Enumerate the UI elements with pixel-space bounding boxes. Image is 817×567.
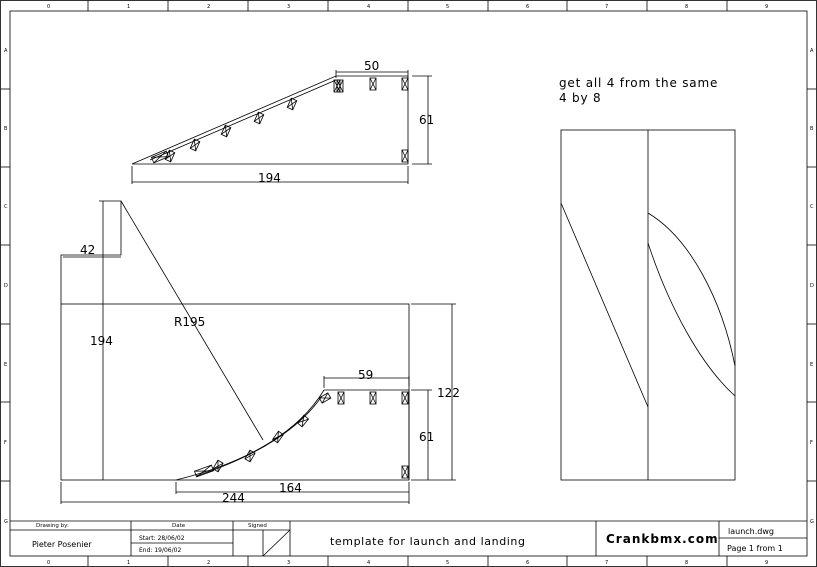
title-block: Drawing by: Pieter Posenier Date Start: …: [10, 520, 807, 557]
signed-label: Signed: [248, 523, 267, 529]
file-name: launch.dwg: [728, 527, 774, 536]
inner-frame: [9, 10, 808, 557]
drawing-title: template for launch and landing: [330, 535, 526, 548]
launch-ramp-view: 50 61 194: [131, 59, 434, 185]
launch-slats: [150, 77, 409, 164]
col-label: 1: [127, 560, 130, 566]
row-label: E: [810, 362, 813, 368]
dim-launch-base: 194: [258, 171, 281, 185]
dim-landing-total-height: 122: [437, 386, 460, 400]
drawn-by-value: Pieter Posenier: [32, 540, 92, 549]
col-label: 6: [526, 560, 529, 566]
row-label: E: [4, 362, 7, 368]
start-date: Start: 28/06/02: [139, 535, 185, 542]
landing-slats: [194, 391, 409, 479]
row-label: G: [810, 519, 814, 525]
row-label: B: [810, 126, 814, 132]
landing-curve: [175, 389, 325, 481]
col-label: 9: [765, 4, 768, 10]
dim-landing-radius: R195: [174, 315, 205, 329]
row-label: D: [810, 283, 814, 289]
col-label: 2: [207, 560, 210, 566]
landing-frame: [60, 303, 410, 481]
launch-dimensions: [131, 70, 432, 184]
row-label: F: [4, 440, 7, 446]
col-label: 8: [685, 4, 688, 10]
col-label: 6: [526, 4, 529, 10]
col-label: 0: [47, 4, 50, 10]
landing-dimensions: [60, 201, 456, 504]
row-label: A: [4, 48, 8, 54]
col-label: 7: [605, 4, 608, 10]
col-label: 5: [446, 560, 449, 566]
col-label: 8: [685, 560, 688, 566]
dim-landing-inner-length: 164: [279, 481, 302, 495]
launch-ramp-outline: [131, 75, 409, 165]
col-label: 3: [287, 560, 290, 566]
col-label: 4: [367, 560, 370, 566]
dim-landing-offset: 42: [80, 243, 95, 257]
page-number: Page 1 from 1: [727, 544, 783, 553]
dim-landing-lower-height: 61: [419, 430, 434, 444]
col-label: 4: [367, 4, 370, 10]
dim-launch-top-width: 50: [364, 59, 379, 73]
sheet-cut-line-left: [560, 202, 649, 408]
launch-ramp-surface: [149, 79, 337, 161]
landing-ramp-view: 42 194 R195 59 122 61 164 244: [60, 200, 460, 505]
dim-landing-total-length: 244: [222, 491, 245, 505]
col-label: 7: [605, 560, 608, 566]
drawn-by-label: Drawing by:: [36, 523, 69, 529]
row-label: C: [4, 204, 8, 210]
row-label: D: [4, 283, 8, 289]
dim-landing-top-width: 59: [358, 368, 373, 382]
signature-slash: [262, 529, 291, 557]
col-label: 0: [47, 560, 50, 566]
end-date: End: 19/06/02: [139, 547, 181, 554]
sheet-cut-curve-1: [647, 212, 736, 367]
row-label: B: [4, 126, 8, 132]
row-label: F: [810, 440, 813, 446]
radius-center-bracket: [60, 200, 122, 304]
col-label: 9: [765, 560, 768, 566]
date-label: Date: [172, 523, 186, 529]
note-line-1: get all 4 from the same: [559, 76, 718, 90]
dim-launch-height: 61: [419, 113, 434, 127]
sheet-cut-curve-2: [647, 242, 736, 397]
col-label: 5: [446, 4, 449, 10]
col-label: 3: [287, 4, 290, 10]
row-label: A: [810, 48, 814, 54]
col-label: 1: [127, 4, 130, 10]
row-label: C: [810, 204, 814, 210]
landing-curve-inner: [195, 395, 323, 477]
note-line-2: 4 by 8: [559, 91, 601, 105]
brand-name: Crankbmx.com: [606, 532, 719, 546]
col-label: 2: [207, 4, 210, 10]
plywood-sheet-layout: get all 4 from the same 4 by 8: [559, 76, 736, 481]
dim-landing-height: 194: [90, 334, 113, 348]
border-labels: 0 1 2 3 4 5 6 7 8 9 0 1 2 3 4 5 6 7 8 9 …: [4, 4, 814, 566]
radius-line: [120, 200, 264, 441]
row-label: G: [4, 519, 8, 525]
